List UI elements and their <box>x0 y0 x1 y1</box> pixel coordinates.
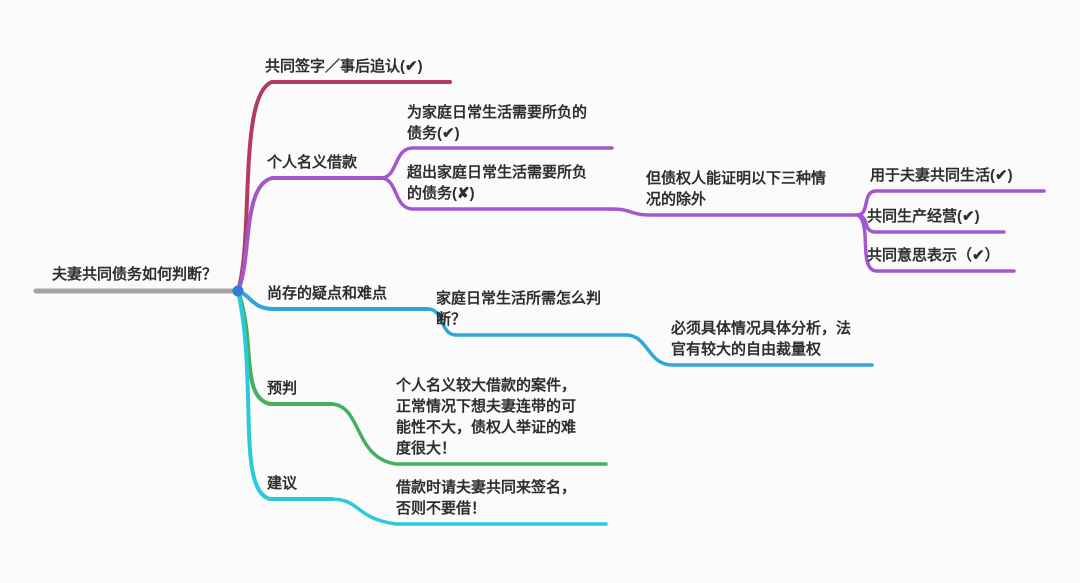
branch-exception-line <box>610 207 860 217</box>
node-advice-detail: 借款时请夫妻共同来签名，否则不要借！ <box>396 479 577 517</box>
branch-joint-intent-line <box>856 213 1016 273</box>
branch-family-need-line <box>380 146 614 180</box>
branch-predict-detail-line <box>330 402 608 466</box>
node-joint-production: 共同生产经营(✔) <box>867 208 980 225</box>
node-prediction: 预判 <box>267 380 298 397</box>
branch-exceed-line <box>380 176 614 211</box>
node-family-need-debt: 为家庭日常生活需要所负的债务(✔) <box>407 104 588 142</box>
node-how-to-judge: 家庭日常生活所需怎么判断？ <box>436 290 602 328</box>
node-case-analysis: 必须具体情况具体分析，法官有较大的自由裁量权 <box>671 320 852 358</box>
node-prediction-detail: 个人名义较大借款的案件，正常情况下想夫妻连带的可能性不大，债权人举证的难度很大！ <box>396 377 577 457</box>
node-joint-intent: 共同意思表示（✔） <box>867 247 1000 264</box>
node-advice: 建议 <box>267 475 298 492</box>
node-remaining-doubts: 尚存的疑点和难点 <box>267 285 388 302</box>
branch-advice-line <box>236 289 334 501</box>
root-node-dot <box>232 285 244 297</box>
node-joint-life: 用于夫妻共同生活(✔) <box>870 167 1013 184</box>
branch-joint-life-line <box>856 189 1046 217</box>
branch-how-judge-line <box>426 307 628 337</box>
branch-analysis-line <box>624 333 874 367</box>
node-exceed-family-need-debt: 超出家庭日常生活需要所负的债务(✘) <box>407 164 588 202</box>
node-root: 夫妻共同债务如何判断？ <box>52 266 218 283</box>
node-creditor-proof-exception: 但债权人能证明以下三种情况的除外 <box>646 170 827 208</box>
node-personal-loan: 个人名义借款 <box>267 154 358 171</box>
node-joint-signature: 共同签字／事后追认(✔) <box>265 58 423 75</box>
branch-personal-line <box>236 176 384 293</box>
branch-advice-detail-line <box>330 497 608 526</box>
